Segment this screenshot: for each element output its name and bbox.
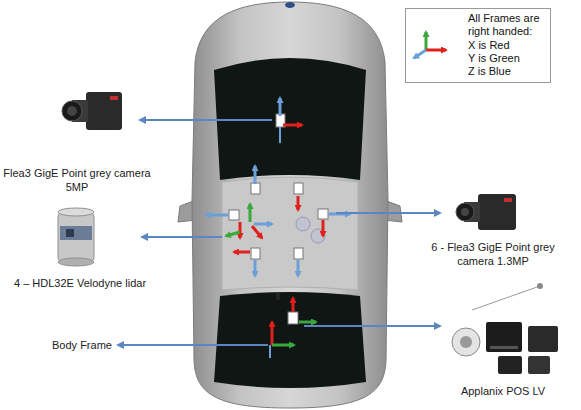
camera-label: 6 - Flea3 GigE Point grey camera 1.3MP (412, 240, 574, 268)
applanix-icon (452, 283, 558, 374)
note-heading: All Frames are right handed: (468, 12, 546, 38)
device-label: Applanix POS LV (448, 384, 558, 398)
note-line: Z is Blue (468, 65, 546, 78)
lidar-label: 4 – HDL32E Velodyne lidar (6, 276, 154, 290)
camera-label: Flea3 GigE Point grey camera 5MP (3, 166, 151, 194)
note-line: X is Red (468, 39, 546, 52)
axis-icon (414, 32, 446, 58)
camera-icon (62, 92, 122, 130)
frame-label: Body Frame (52, 338, 114, 352)
lidar-icon (58, 208, 94, 266)
note-line: Y is Green (468, 52, 546, 65)
frames-note-box: All Frames are right handed:X is RedY is… (405, 8, 551, 83)
camera-icon (456, 194, 516, 230)
